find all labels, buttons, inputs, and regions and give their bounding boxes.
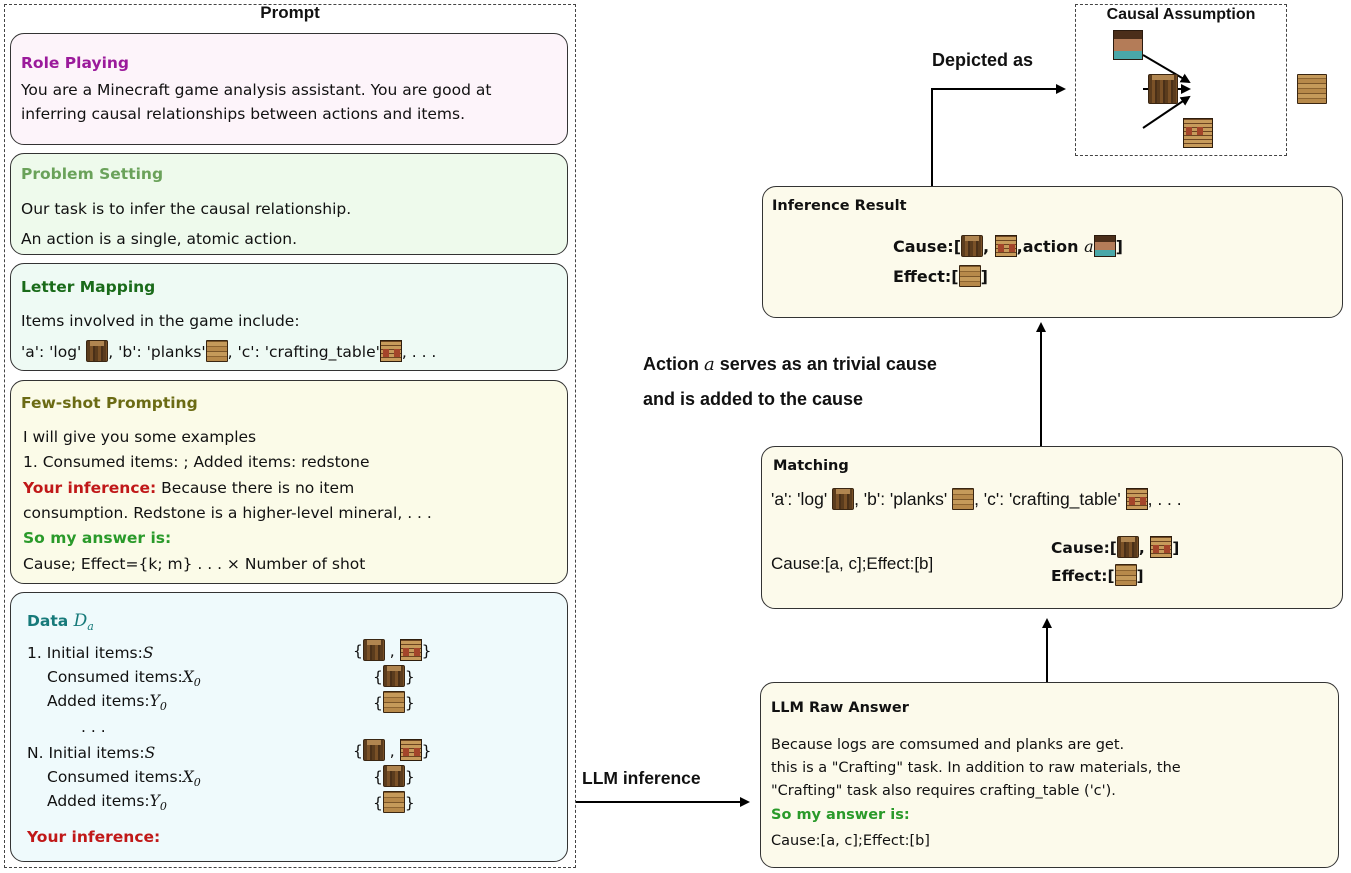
raw-answer-line-3: "Crafting" task also requires crafting_t… xyxy=(771,783,1116,799)
matching-raw-answer: Cause:[a, c];Effect:[b] xyxy=(771,554,934,573)
raw-answer-heading: LLM Raw Answer xyxy=(771,700,909,716)
planks-icon xyxy=(205,340,228,362)
log-icon xyxy=(961,235,984,257)
few-shot-answer-label: So my answer is: xyxy=(23,529,172,547)
raw-answer-line-1: Because logs are comsumed and planks are… xyxy=(771,737,1125,753)
data-row-1-initial: 1. Initial items:S xyxy=(27,644,154,662)
data-set-n-consumed: {} xyxy=(373,765,415,789)
problem-setting-line-2: An action is a single, atomic action. xyxy=(21,230,298,248)
log-icon xyxy=(1148,74,1179,104)
inference-result-box: Inference Result Cause:[, ,action a] Eff… xyxy=(762,186,1343,318)
log-icon xyxy=(832,488,855,510)
few-shot-line-1: I will give you some examples xyxy=(23,428,257,446)
data-row-n-initial: N. Initial items:S xyxy=(27,744,156,762)
trivial-cause-line-1: Action a serves as an trivial cause xyxy=(643,354,937,375)
steve-action-icon xyxy=(1093,235,1116,257)
planks-icon xyxy=(1114,564,1137,586)
data-heading: Data Da xyxy=(27,611,94,634)
log-icon xyxy=(382,665,405,687)
problem-setting-heading: Problem Setting xyxy=(21,165,164,183)
inference-result-heading: Inference Result xyxy=(772,198,907,214)
data-set-n-added: {} xyxy=(373,791,415,815)
problem-setting-box: Problem Setting Our task is to infer the… xyxy=(10,153,568,255)
role-playing-heading: Role Playing xyxy=(21,54,130,72)
crafting-table-icon xyxy=(1183,118,1214,148)
log-icon xyxy=(362,639,385,661)
crafting-table-icon xyxy=(1125,488,1148,510)
log-icon xyxy=(1116,536,1139,558)
matching-heading: Matching xyxy=(773,458,849,474)
trivial-cause-line-2: and is added to the cause xyxy=(643,389,864,409)
data-inference-label: Your inference: xyxy=(27,828,161,846)
role-playing-line-2: inferring causal relationships between a… xyxy=(21,105,466,123)
mapping-c: , 'c': 'crafting_table' xyxy=(227,343,380,361)
prompt-panel xyxy=(4,4,576,868)
crafting-table-icon xyxy=(994,235,1017,257)
data-row-1-consumed: Consumed items:X0 xyxy=(47,668,201,690)
crafting-table-icon xyxy=(399,739,422,761)
data-row-n-added: Added items:Y0 xyxy=(47,792,167,814)
data-box: Data Da 1. Initial items:S Consumed item… xyxy=(10,592,568,862)
mapping-a: 'a': 'log' xyxy=(21,343,82,361)
planks-icon xyxy=(1297,74,1328,104)
few-shot-box: Few-shot Prompting I will give you some … xyxy=(10,380,568,584)
letter-mapping-box: Letter Mapping Items involved in the gam… xyxy=(10,263,568,371)
raw-answer-box: LLM Raw Answer Because logs are comsumed… xyxy=(760,682,1339,868)
matching-effect: Effect:[] xyxy=(1051,564,1144,588)
matching-box: Matching 'a': 'log' , 'b': 'planks' , 'c… xyxy=(761,446,1343,609)
few-shot-line-2: 1. Consumed items: ; Added items: redsto… xyxy=(23,453,370,471)
data-set-n-initial: { , } xyxy=(353,739,432,763)
raw-answer-answer-label: So my answer is: xyxy=(771,807,910,823)
mapping-b: , 'b': 'planks' xyxy=(108,343,206,361)
steve-action-icon xyxy=(1113,30,1143,60)
crafting-table-icon xyxy=(1150,536,1173,558)
data-set-1-initial: { , } xyxy=(353,639,432,663)
crafting-table-icon xyxy=(379,340,402,362)
planks-icon xyxy=(382,791,405,813)
few-shot-inference-label: Your inference: xyxy=(23,479,157,497)
planks-icon xyxy=(382,691,405,713)
depicted-as-label: Depicted as xyxy=(932,50,1034,70)
data-dots: . . . xyxy=(81,718,106,736)
few-shot-line-3: Your inference: Because there is no item xyxy=(23,476,354,500)
log-icon xyxy=(362,739,385,761)
problem-setting-line-1: Our task is to infer the causal relation… xyxy=(21,200,352,218)
result-to-assumption-arrow xyxy=(931,84,1066,186)
prompt-title: Prompt xyxy=(260,3,320,22)
planks-icon xyxy=(958,265,981,287)
few-shot-line-4: consumption. Redstone is a higher-level … xyxy=(23,504,432,522)
log-icon xyxy=(86,340,109,362)
mapping-dots: , . . . xyxy=(401,343,437,361)
causal-assumption-title: Causal Assumption xyxy=(1106,6,1256,23)
few-shot-heading: Few-shot Prompting xyxy=(21,394,198,412)
few-shot-inference-text: Because there is no item xyxy=(156,479,355,497)
data-row-n-consumed: Consumed items:X0 xyxy=(47,768,201,790)
raw-answer-answer: Cause:[a, c];Effect:[b] xyxy=(771,833,930,849)
causal-assumption-panel xyxy=(1075,4,1287,156)
log-icon xyxy=(382,765,405,787)
letter-mapping-heading: Letter Mapping xyxy=(21,278,156,296)
few-shot-line-6: Cause; Effect={k; m} . . . × Number of s… xyxy=(23,555,366,573)
letter-mapping-line-2: 'a': 'log' , 'b': 'planks' , 'c': 'crafti… xyxy=(21,340,436,364)
raw-answer-line-2: this is a "Crafting" task. In addition t… xyxy=(771,760,1181,776)
matching-mapping-line: 'a': 'log' , 'b': 'planks' , 'c': 'craft… xyxy=(771,488,1182,510)
inference-result-cause: Cause:[, ,action a] xyxy=(893,235,1123,257)
crafting-table-icon xyxy=(399,639,422,661)
data-set-1-consumed: {} xyxy=(373,665,415,689)
data-set-1-added: {} xyxy=(373,691,415,715)
inference-result-effect: Effect:[] xyxy=(893,265,988,287)
llm-inference-label: LLM inference xyxy=(582,768,701,788)
matching-cause: Cause:[, ] xyxy=(1051,536,1179,560)
role-playing-line-1: You are a Minecraft game analysis assist… xyxy=(21,81,492,99)
letter-mapping-line-1: Items involved in the game include: xyxy=(21,312,300,330)
planks-icon xyxy=(952,488,975,510)
role-playing-box: Role Playing You are a Minecraft game an… xyxy=(10,33,568,145)
data-row-1-added: Added items:Y0 xyxy=(47,692,167,714)
